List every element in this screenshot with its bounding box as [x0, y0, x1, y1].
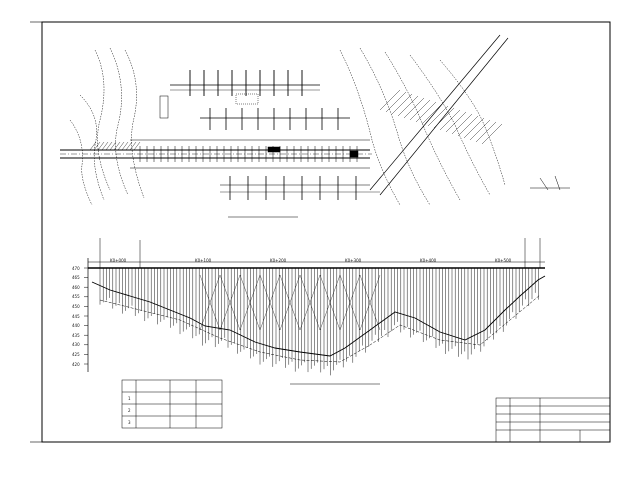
- slope-hatch: [463, 117, 485, 139]
- structure-block: [267, 146, 281, 153]
- contour-line: [79, 94, 105, 201]
- slope-hatch: [433, 107, 455, 129]
- brace-line: [259, 274, 281, 331]
- table-cell: 2: [128, 408, 131, 413]
- slope-hatch: [133, 141, 141, 151]
- brace-line: [239, 274, 261, 331]
- profile-cross-hatch: [199, 274, 381, 331]
- plan-pile-ticks: [139, 70, 358, 200]
- brace-line: [199, 274, 221, 331]
- plan-view: [60, 34, 509, 206]
- ground-line: [91, 275, 546, 357]
- slope-hatch: [93, 141, 101, 151]
- station-mark: K0+400: [420, 258, 437, 263]
- bedrock-line: [99, 294, 541, 363]
- slope-hatch: [421, 103, 443, 125]
- brace-line: [359, 274, 381, 331]
- slope-hatch: [109, 141, 117, 151]
- profile-view: [87, 238, 546, 372]
- material-table: [121, 379, 223, 429]
- station-mark: K0+300: [345, 258, 362, 263]
- elevation-label: 430: [72, 342, 80, 348]
- slope-hatch: [105, 141, 113, 151]
- brace-line: [319, 274, 341, 331]
- elevation-label: 460: [72, 284, 80, 290]
- river-line: [369, 34, 501, 191]
- slope-hatch: [89, 141, 97, 151]
- slope-hatch: [415, 101, 437, 123]
- slope-hatch: [97, 141, 105, 151]
- elevation-label: 440: [72, 323, 80, 329]
- elevation-label: 435: [72, 332, 80, 338]
- slope-hatch: [125, 141, 133, 151]
- slope-hatch: [101, 141, 109, 151]
- slope-hatch: [397, 95, 419, 117]
- plan-hatch: [89, 89, 503, 151]
- slope-hatch: [121, 141, 129, 151]
- slope-hatch: [391, 93, 413, 115]
- contour-line: [69, 119, 93, 206]
- station-mark: K0+100: [195, 258, 212, 263]
- contour-line: [409, 54, 491, 196]
- station-mark: K0+500: [495, 258, 512, 263]
- structure-block: [159, 95, 169, 119]
- slope-hatch: [403, 97, 425, 119]
- slope-hatch: [445, 111, 467, 133]
- title-block-border: [495, 397, 611, 443]
- elevation-label: 465: [72, 275, 80, 281]
- station-mark: K0+000: [110, 258, 127, 263]
- slope-hatch: [427, 105, 449, 127]
- slope-hatch: [113, 141, 121, 151]
- brace-line: [219, 274, 241, 331]
- brace-line: [279, 274, 301, 331]
- slope-hatch: [409, 99, 431, 121]
- contour-line: [124, 49, 145, 199]
- elevation-label: 445: [72, 313, 80, 319]
- contour-line: [359, 47, 431, 206]
- contour-line: [109, 47, 129, 196]
- slope-hatch: [129, 141, 137, 151]
- slope-hatch: [379, 89, 401, 111]
- slope-hatch: [475, 121, 497, 143]
- table-cell: 1: [128, 396, 131, 401]
- sketch-line: [554, 175, 561, 191]
- slope-hatch: [451, 113, 473, 135]
- elevation-label: 425: [72, 351, 80, 357]
- brace-line: [299, 274, 321, 331]
- slope-hatch: [385, 91, 407, 113]
- elevation-label: 450: [72, 303, 80, 309]
- slope-hatch: [481, 123, 503, 145]
- title-block: [495, 397, 611, 443]
- contour-line: [94, 49, 111, 191]
- slope-hatch: [457, 115, 479, 137]
- hatch-block: [235, 93, 259, 105]
- brace-line: [339, 274, 361, 331]
- notes-sketch: [530, 175, 570, 191]
- slope-hatch: [117, 141, 125, 151]
- slope-hatch: [469, 119, 491, 141]
- contour-line: [339, 49, 401, 206]
- elevation-label: 455: [72, 294, 80, 300]
- table-cell: 3: [128, 420, 131, 425]
- river-line: [379, 37, 509, 196]
- outer-frame: [41, 21, 611, 443]
- station-mark: K0+200: [270, 258, 287, 263]
- contour-line: [384, 51, 461, 201]
- slope-hatch: [439, 109, 461, 131]
- elevation-label: 420: [72, 361, 80, 367]
- profile-piles: [99, 268, 539, 376]
- elevation-label: 470: [72, 265, 80, 271]
- sketch-line: [539, 177, 549, 191]
- elevation-ticks: [84, 267, 88, 365]
